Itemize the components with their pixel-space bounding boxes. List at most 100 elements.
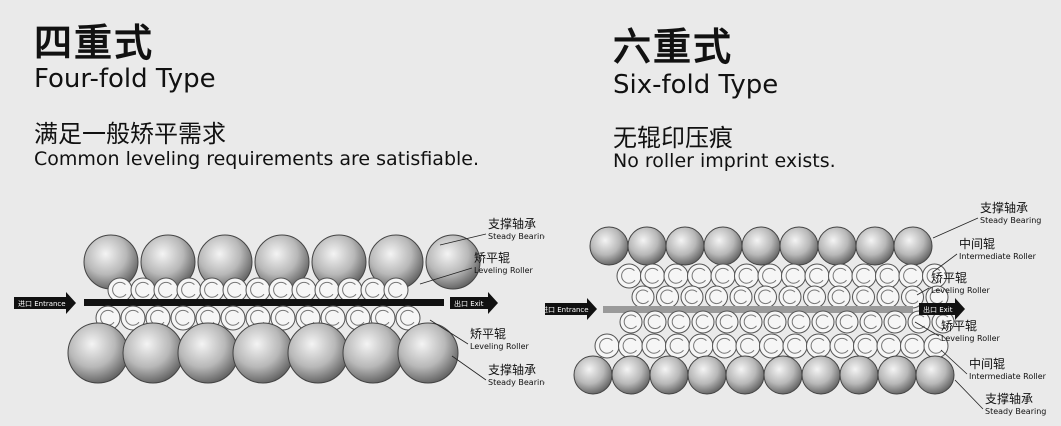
- upper-intermediate-roller-groove: [903, 267, 918, 284]
- lower-intermediate-roller-groove: [928, 337, 943, 354]
- four-fold-desc-en: Common leveling requirements are satisfi…: [34, 148, 480, 170]
- lower-steady-bearing: [915, 355, 955, 395]
- upper-intermediate-roller: [687, 263, 712, 289]
- lower-steady-bearing: [232, 322, 294, 384]
- lower-leveling-roller: [643, 310, 667, 334]
- upper-leveling-roller-groove: [635, 289, 649, 305]
- upper-leveling-roller-groove: [365, 281, 380, 298]
- lower-leveling-roller: [715, 310, 739, 334]
- lower-intermediate-roller: [806, 333, 831, 359]
- upper-leveling-roller: [199, 277, 225, 303]
- four-fold-title-en: Four-fold Type: [34, 64, 216, 94]
- lower-leveling-roller: [739, 310, 763, 334]
- upper-leveling-roller: [291, 277, 317, 303]
- label-leveling-top-leader: [916, 287, 930, 296]
- six-fold-panel: 六重式 Six-fold Type 无辊印压痕 No roller imprin…: [545, 0, 1061, 426]
- upper-leveling-roller-groove: [273, 281, 288, 298]
- six-fold-title-en: Six-fold Type: [613, 70, 779, 100]
- four-fold-panel: 四重式 Four-fold Type 满足一般矫平需求 Common level…: [14, 21, 545, 387]
- upper-leveling-roller: [383, 277, 409, 303]
- lower-leveling-roller-groove: [175, 309, 190, 326]
- upper-intermediate-roller: [898, 263, 924, 289]
- lower-intermediate-roller: [594, 333, 620, 359]
- lower-intermediate-roller: [618, 333, 643, 359]
- entrance-arrow-label: 进口 Entrance: [545, 306, 589, 314]
- exit-arrow: [919, 298, 965, 320]
- upper-intermediate-roller: [710, 263, 736, 289]
- entrance-arrow-label: 进口 Entrance: [18, 300, 66, 308]
- upper-intermediate-roller: [663, 263, 689, 289]
- label-steady-top-en: Steady Bearing: [488, 232, 545, 241]
- six-fold-desc-en: No roller imprint exists.: [613, 150, 836, 172]
- upper-intermediate-roller-groove: [644, 267, 659, 284]
- upper-leveling-roller: [245, 277, 271, 303]
- upper-intermediate-roller: [616, 263, 642, 289]
- upper-intermediate-roller-groove: [715, 267, 730, 284]
- label-intermediate-top-cn: 中间辊: [959, 236, 995, 251]
- lower-leveling-roller-groove: [935, 314, 949, 330]
- upper-steady-bearing: [627, 226, 667, 266]
- upper-leveling-roller-groove: [135, 281, 150, 298]
- lower-intermediate-roller: [876, 333, 902, 359]
- label-leveling-top-cn: 矫平辊: [931, 270, 967, 285]
- upper-leveling-roller-groove: [782, 289, 796, 305]
- lower-intermediate-roller: [712, 333, 737, 359]
- upper-leveling-roller: [107, 277, 133, 303]
- upper-leveling-roller-groove: [227, 281, 242, 298]
- lower-intermediate-roller: [853, 333, 878, 359]
- upper-leveling-roller: [754, 285, 777, 309]
- lower-steady-bearing: [122, 322, 184, 384]
- upper-leveling-roller: [314, 277, 340, 303]
- upper-intermediate-roller: [804, 263, 830, 289]
- lower-leveling-roller: [691, 310, 715, 334]
- lower-leveling-roller-groove: [647, 314, 661, 330]
- upper-leveling-roller-groove: [388, 281, 403, 298]
- lower-steady-bearing: [287, 322, 349, 384]
- upper-leveling-roller-groove: [807, 289, 821, 305]
- lower-intermediate-roller-groove: [740, 337, 755, 354]
- upper-leveling-roller: [803, 285, 826, 309]
- label-leveling-bottom-leader: [429, 319, 469, 345]
- label-intermediate-bottom-cn: 中间辊: [969, 356, 1005, 371]
- lower-leveling-roller: [811, 310, 835, 334]
- lower-intermediate-roller-groove: [834, 337, 849, 354]
- label-intermediate-bottom-leader: [940, 349, 968, 375]
- label-steady-bottom-cn: 支撑轴承: [985, 391, 1033, 406]
- lower-leveling-roller-groove: [350, 309, 365, 326]
- six-fold-title-cn: 六重式: [613, 25, 734, 69]
- upper-steady-bearing: [817, 226, 857, 266]
- upper-intermediate-roller-groove: [621, 267, 636, 284]
- label-leveling-bottom-cn: 矫平辊: [470, 326, 506, 341]
- upper-steady-bearing: [855, 226, 895, 266]
- four-fold-desc-cn: 满足一般矫平需求: [34, 120, 226, 148]
- label-steady-bottom-en: Steady Bearing: [488, 378, 545, 387]
- lower-leveling-roller-groove: [695, 314, 709, 330]
- label-steady-bottom-en: Steady Bearing: [985, 407, 1046, 416]
- lower-intermediate-roller-groove: [881, 337, 896, 354]
- upper-intermediate-roller-groove: [856, 267, 871, 284]
- lower-leveling-roller: [170, 305, 196, 331]
- label-leveling-top-en: Leveling Roller: [931, 286, 990, 295]
- upper-leveling-roller-groove: [733, 289, 747, 305]
- lower-leveling-roller-groove: [225, 309, 240, 326]
- upper-leveling-roller-groove: [880, 289, 894, 305]
- upper-leveling-roller-groove: [112, 281, 127, 298]
- upper-intermediate-roller: [875, 263, 900, 289]
- upper-intermediate-roller-groove: [691, 267, 706, 284]
- upper-steady-bearing: [741, 226, 781, 266]
- upper-leveling-roller-groove: [905, 289, 919, 305]
- label-leveling-bottom-cn: 矫平辊: [941, 318, 977, 333]
- lower-intermediate-roller-groove: [716, 337, 731, 354]
- lower-steady-bearing: [342, 322, 404, 384]
- entrance-arrow: [14, 292, 76, 314]
- lower-leveling-roller-groove: [887, 314, 901, 330]
- upper-steady-bearing: [425, 234, 481, 290]
- lower-intermediate-roller: [900, 333, 925, 359]
- label-leveling-top-leader: [419, 267, 473, 285]
- entrance-arrow: [545, 298, 597, 320]
- lower-leveling-roller-groove: [100, 309, 115, 326]
- lower-leveling-roller-groove: [743, 314, 757, 330]
- lower-leveling-roller: [220, 305, 246, 331]
- lower-intermediate-roller: [688, 333, 714, 359]
